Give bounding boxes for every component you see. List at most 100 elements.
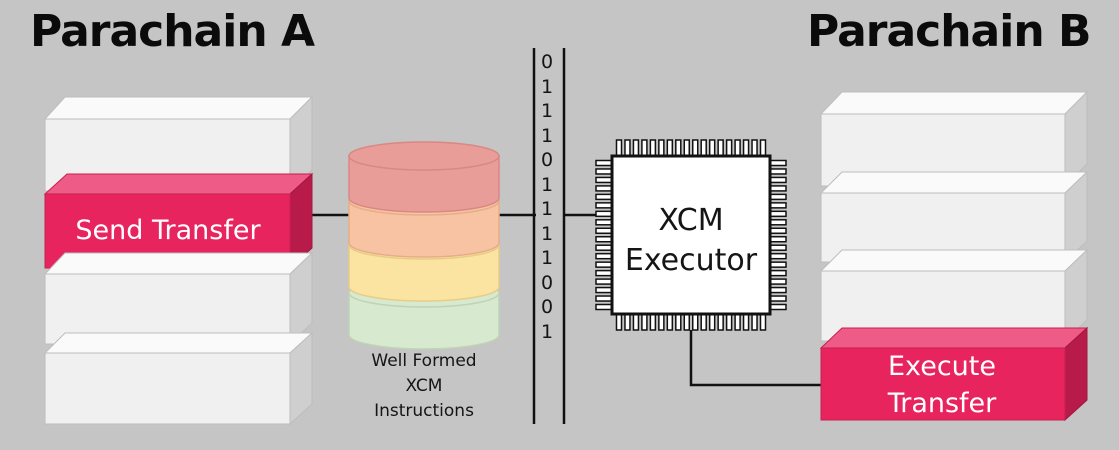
chip-pin (769, 235, 787, 243)
chip-pin (595, 278, 613, 285)
chip-pin (595, 210, 613, 218)
chip-pin (717, 313, 724, 331)
bitstream-bars (532, 48, 566, 424)
chip-pin (595, 303, 613, 311)
chip-pin (769, 252, 787, 260)
chip-pin (615, 313, 623, 331)
chip-pin (751, 313, 758, 331)
chip-pin (769, 295, 787, 302)
bit-digit: 1 (540, 320, 554, 343)
execute-transfer-label: Execute Transfer (821, 348, 1063, 422)
bit-digit: 0 (540, 271, 554, 294)
chip-pin (683, 313, 691, 331)
chip-pin (769, 278, 787, 285)
chip-pin (595, 219, 613, 226)
connector-chip-execute (689, 330, 822, 387)
xcm-executor-label: XCM Executor (614, 201, 768, 281)
chip-label-line2: Executor (624, 243, 758, 278)
execute-transfer-block (819, 326, 1089, 422)
chip-pin (700, 139, 707, 157)
bit-digit: 1 (540, 247, 554, 269)
bit-digit: 1 (540, 75, 554, 98)
chip-pin (742, 139, 750, 157)
parachain-b-block (819, 248, 1089, 343)
chip-pin (691, 139, 699, 157)
chip-pin (675, 313, 682, 331)
parachain-b-stack (819, 90, 1089, 422)
chip-pin (641, 313, 648, 331)
chip-pin (649, 139, 657, 157)
chip-pin (683, 139, 691, 157)
database-layer (348, 141, 500, 213)
chip-pin (734, 313, 741, 331)
chip-pin (632, 139, 640, 157)
chip-pin (595, 185, 613, 192)
chip-pin (769, 202, 787, 209)
chip-pin (769, 185, 787, 192)
chip-pin (595, 295, 613, 302)
parachain-b-block (819, 170, 1089, 264)
chip-pin (769, 168, 787, 175)
chip-pin (734, 139, 741, 157)
chip-pin (725, 139, 733, 157)
chip-pin (769, 210, 787, 218)
chip-pin (769, 269, 787, 277)
chip-pin (595, 235, 613, 243)
execute-transfer-label-line2: Transfer (887, 388, 997, 419)
bit-digit: 1 (540, 198, 554, 220)
chip-pin (658, 139, 665, 157)
chip-pin (595, 193, 613, 201)
chip-pin (769, 244, 787, 251)
chip-pin (666, 139, 674, 157)
chip-pin (700, 313, 707, 331)
parachain-a-title: Parachain A (30, 6, 315, 57)
chip-pin (641, 139, 648, 157)
chip-pin (595, 168, 613, 175)
chip-pin (624, 139, 631, 157)
chip-pin (769, 261, 787, 268)
bit-digit: 1 (540, 222, 554, 245)
chip-pin (615, 139, 623, 157)
chip-pins (595, 139, 787, 331)
execute-transfer-label-line1: Execute (888, 351, 996, 382)
chip-pin (595, 176, 613, 184)
parachain-a-stack (43, 95, 314, 426)
chip-pin (769, 176, 787, 184)
chip-pin (595, 252, 613, 260)
parachain-b-title: Parachain B (807, 6, 1092, 57)
bit-digit: 0 (540, 149, 554, 171)
chip-pin (658, 313, 665, 331)
chip-pin (595, 269, 613, 277)
chip-pin (595, 202, 613, 209)
chip-pin (666, 313, 674, 331)
chip-pin (595, 244, 613, 251)
db-label-line3: Instructions (374, 401, 474, 421)
bit-digit: 0 (540, 51, 554, 73)
db-label-line2: XCM (405, 376, 443, 396)
chip-pin (769, 193, 787, 201)
chip-pin (769, 286, 787, 294)
chip-pin (725, 313, 733, 331)
chip-pin (624, 313, 631, 331)
xcm-executor-chip (610, 154, 772, 316)
chip-pin (632, 313, 640, 331)
chip-pin (742, 313, 750, 331)
database-label: Well Formed XCM Instructions (348, 349, 500, 424)
parachain-a-block (43, 331, 314, 426)
bit-digit: 1 (540, 100, 554, 122)
chip-pin (595, 286, 613, 294)
chip-pin (595, 261, 613, 268)
chip-pin (717, 139, 724, 157)
chip-pin (751, 139, 758, 157)
bit-digit: 1 (540, 173, 554, 196)
chip-pin (595, 159, 613, 167)
send-transfer-label: Send Transfer (75, 215, 261, 246)
chip-pin (769, 159, 787, 167)
chip-pin (759, 313, 767, 331)
chip-pin (691, 313, 699, 331)
bit-digit: 0 (540, 296, 554, 318)
chip-pin (595, 227, 613, 235)
bit-digit: 1 (540, 124, 554, 147)
